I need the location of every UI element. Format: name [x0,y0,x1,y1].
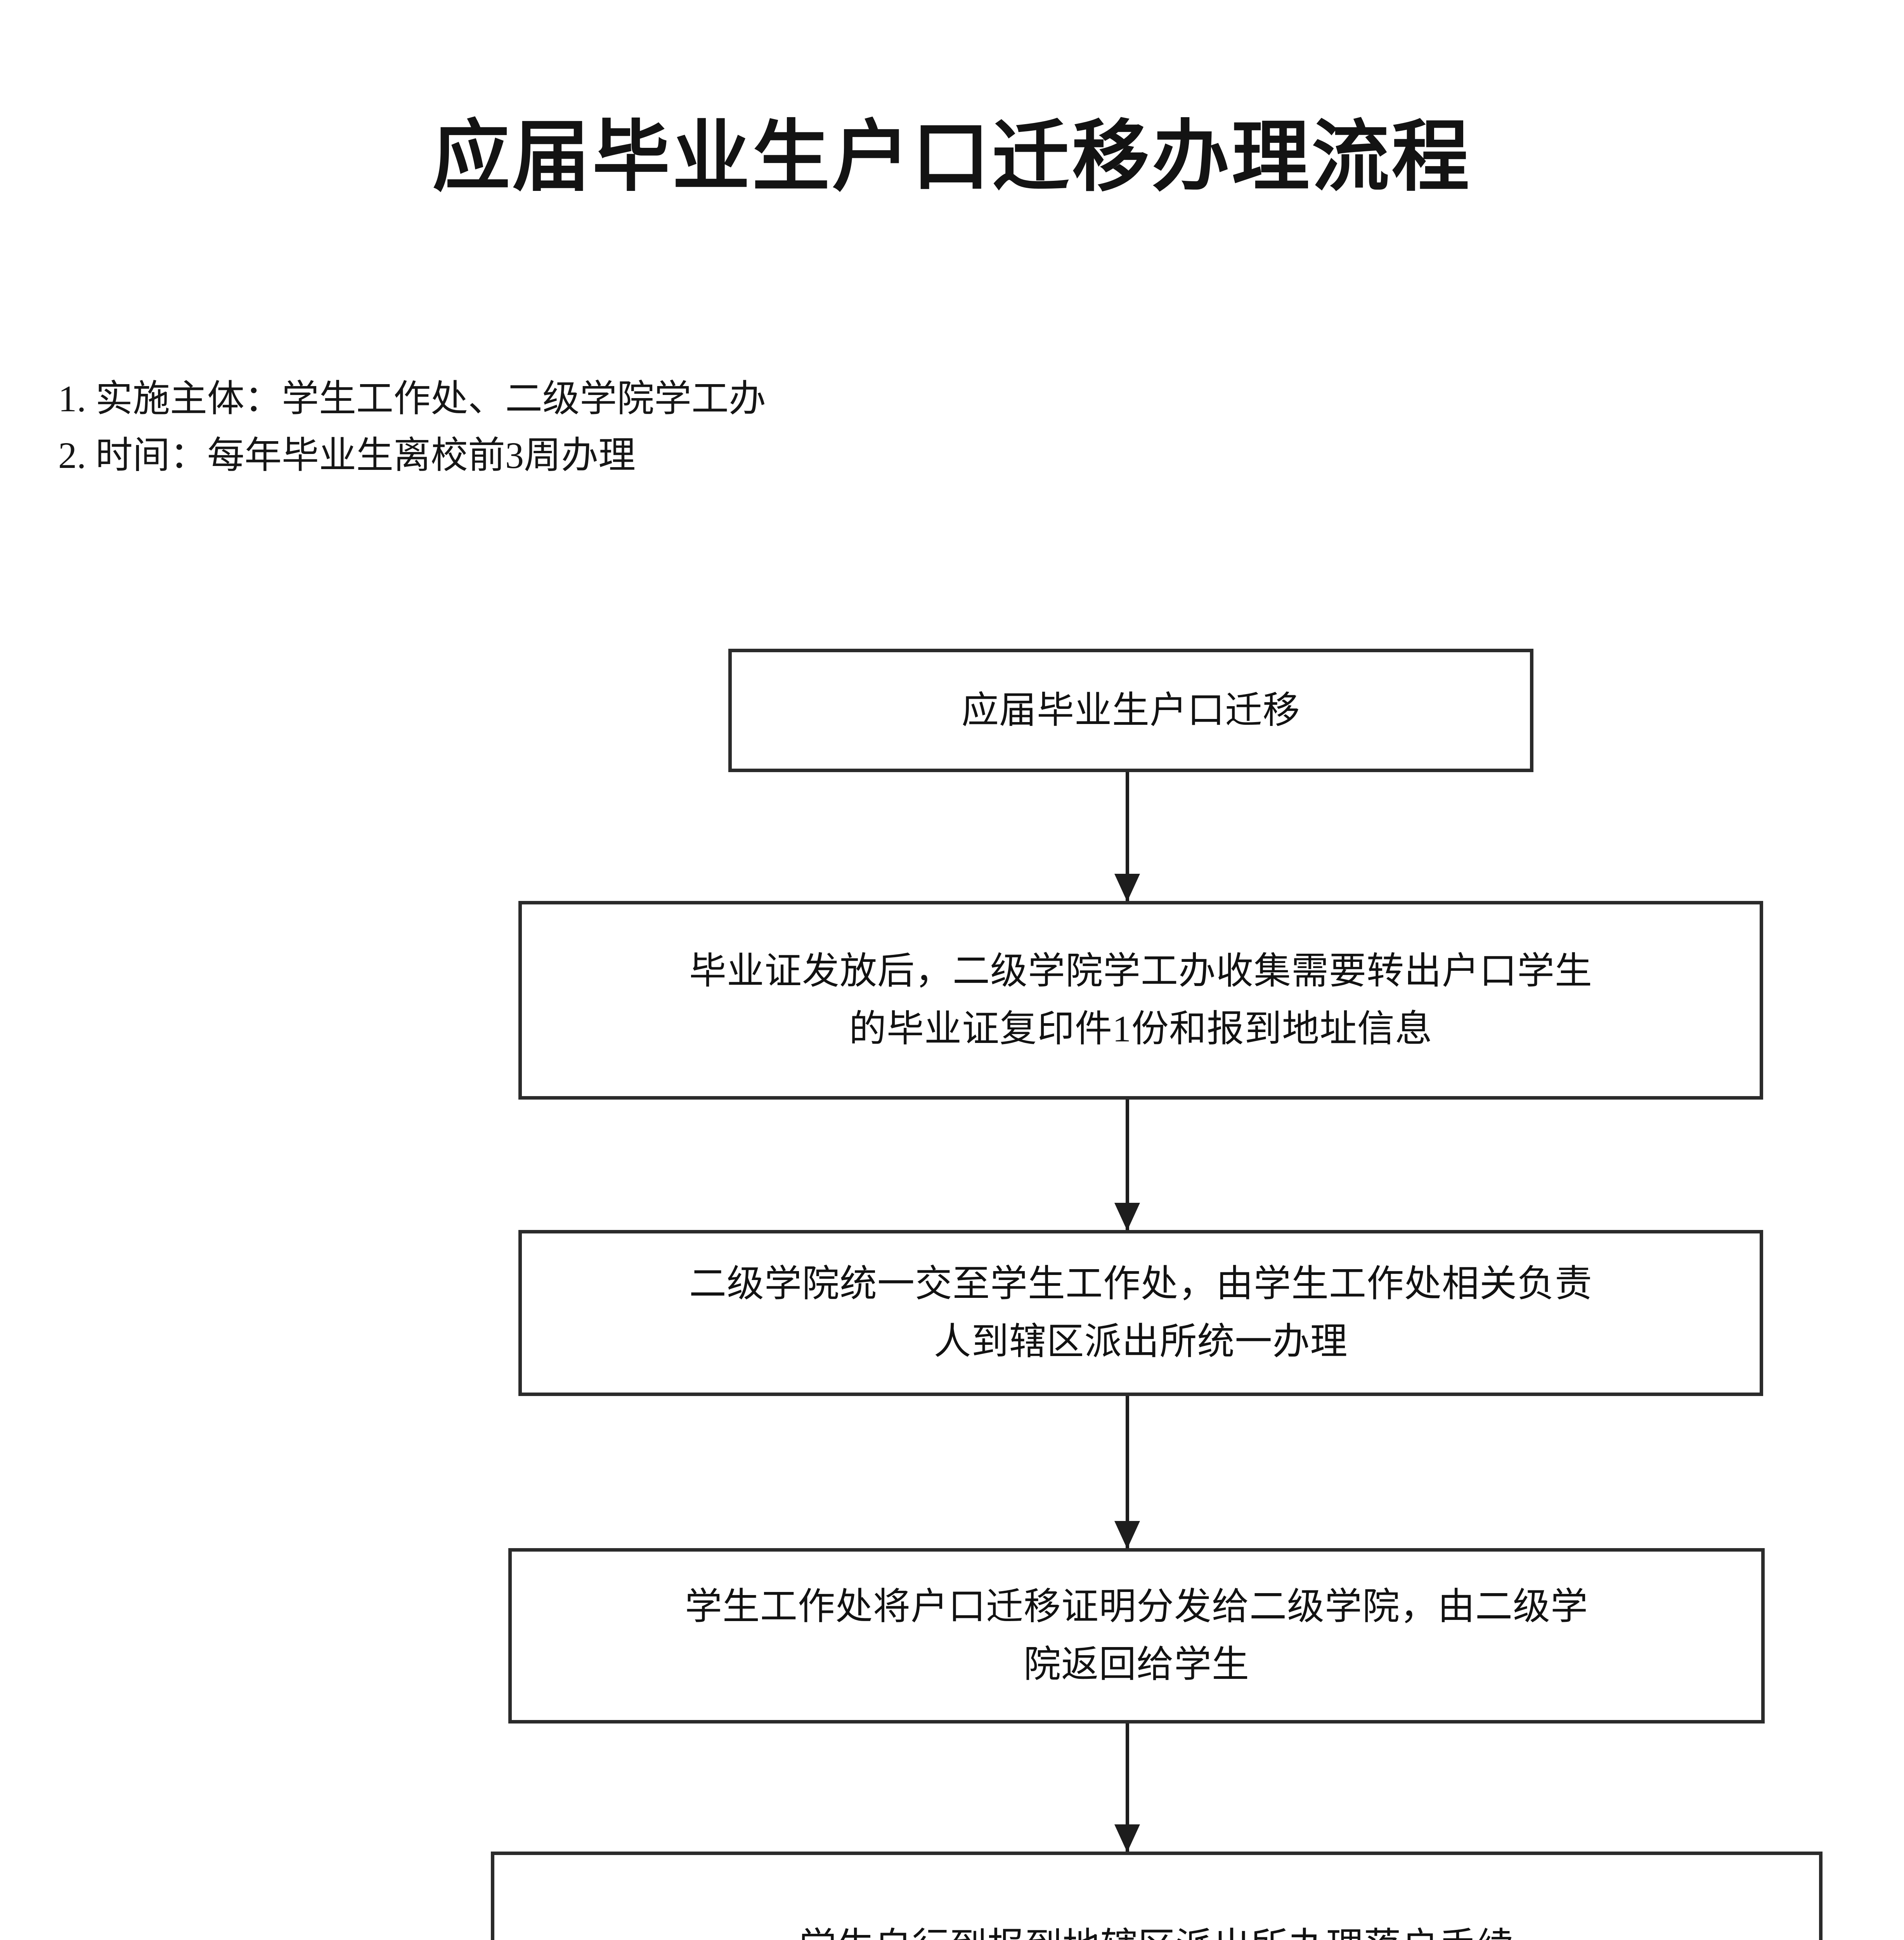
flow-node-collect-line-1: 毕业证发放后，二级学院学工办收集需要转出户口学生 [689,950,1592,992]
flow-node-submit-line-2: 人到辖区派出所统一办理 [934,1321,1348,1362]
flow-node-settle-line-1: 学生自行到报到地辖区派出所办理落户手续 [799,1926,1514,1940]
arrow-head-icon [1114,1824,1140,1852]
flow-arrow-start-to-collect [1114,772,1140,902]
intro-line-subject: 1. 实施主体：学生工作处、二级学院学工办 [58,378,766,419]
flow-node-settle-label: 学生自行到报到地辖区派出所办理落户手续 [786,1918,1528,1940]
flow-node-collect-line-2: 的毕业证复印件1份和报到地址信息 [849,1008,1433,1050]
flow-node-start-label: 应届毕业生户口迁移 [948,682,1313,740]
flow-node-return-line-1: 学生工作处将户口迁移证明分发给二级学院，由二级学 [685,1586,1588,1628]
flow-node-submit: 二级学院统一交至学生工作处，由学生工作处相关负责 人到辖区派出所统一办理 [518,1230,1763,1396]
flow-node-return-label: 学生工作处将户口迁移证明分发给二级学院，由二级学 院返回给学生 [672,1578,1601,1694]
flow-node-submit-label: 二级学院统一交至学生工作处，由学生工作处相关负责 人到辖区派出所统一办理 [676,1255,1606,1371]
arrow-head-icon [1114,1203,1140,1231]
flow-node-return: 学生工作处将户口迁移证明分发给二级学院，由二级学 院返回给学生 [508,1548,1765,1723]
flow-arrow-return-to-settle [1114,1723,1140,1852]
flow-arrow-submit-to-return [1114,1396,1140,1549]
page-title: 应届毕业生户口迁移办理流程 [432,114,1472,200]
flow-node-submit-line-1: 二级学院统一交至学生工作处，由学生工作处相关负责 [689,1263,1592,1305]
flow-node-collect: 毕业证发放后，二级学院学工办收集需要转出户口学生 的毕业证复印件1份和报到地址信… [518,901,1763,1100]
flow-node-settle: 学生自行到报到地辖区派出所办理落户手续 [491,1852,1823,1940]
arrow-head-icon [1114,874,1140,902]
intro-line-time: 2. 时间：每年毕业生离校前3周办理 [58,434,636,476]
flow-node-collect-label: 毕业证发放后，二级学院学工办收集需要转出户口学生 的毕业证复印件1份和报到地址信… [676,942,1606,1058]
flow-node-return-line-2: 院返回给学生 [1024,1644,1249,1685]
intro-list: 1. 实施主体：学生工作处、二级学院学工办 2. 时间：每年毕业生离校前3周办理 [58,371,1688,484]
flow-node-start-line-1: 应届毕业生户口迁移 [962,689,1300,731]
flow-node-start: 应届毕业生户口迁移 [728,649,1533,772]
flow-arrow-collect-to-submit [1114,1100,1140,1231]
arrow-head-icon [1114,1521,1140,1549]
